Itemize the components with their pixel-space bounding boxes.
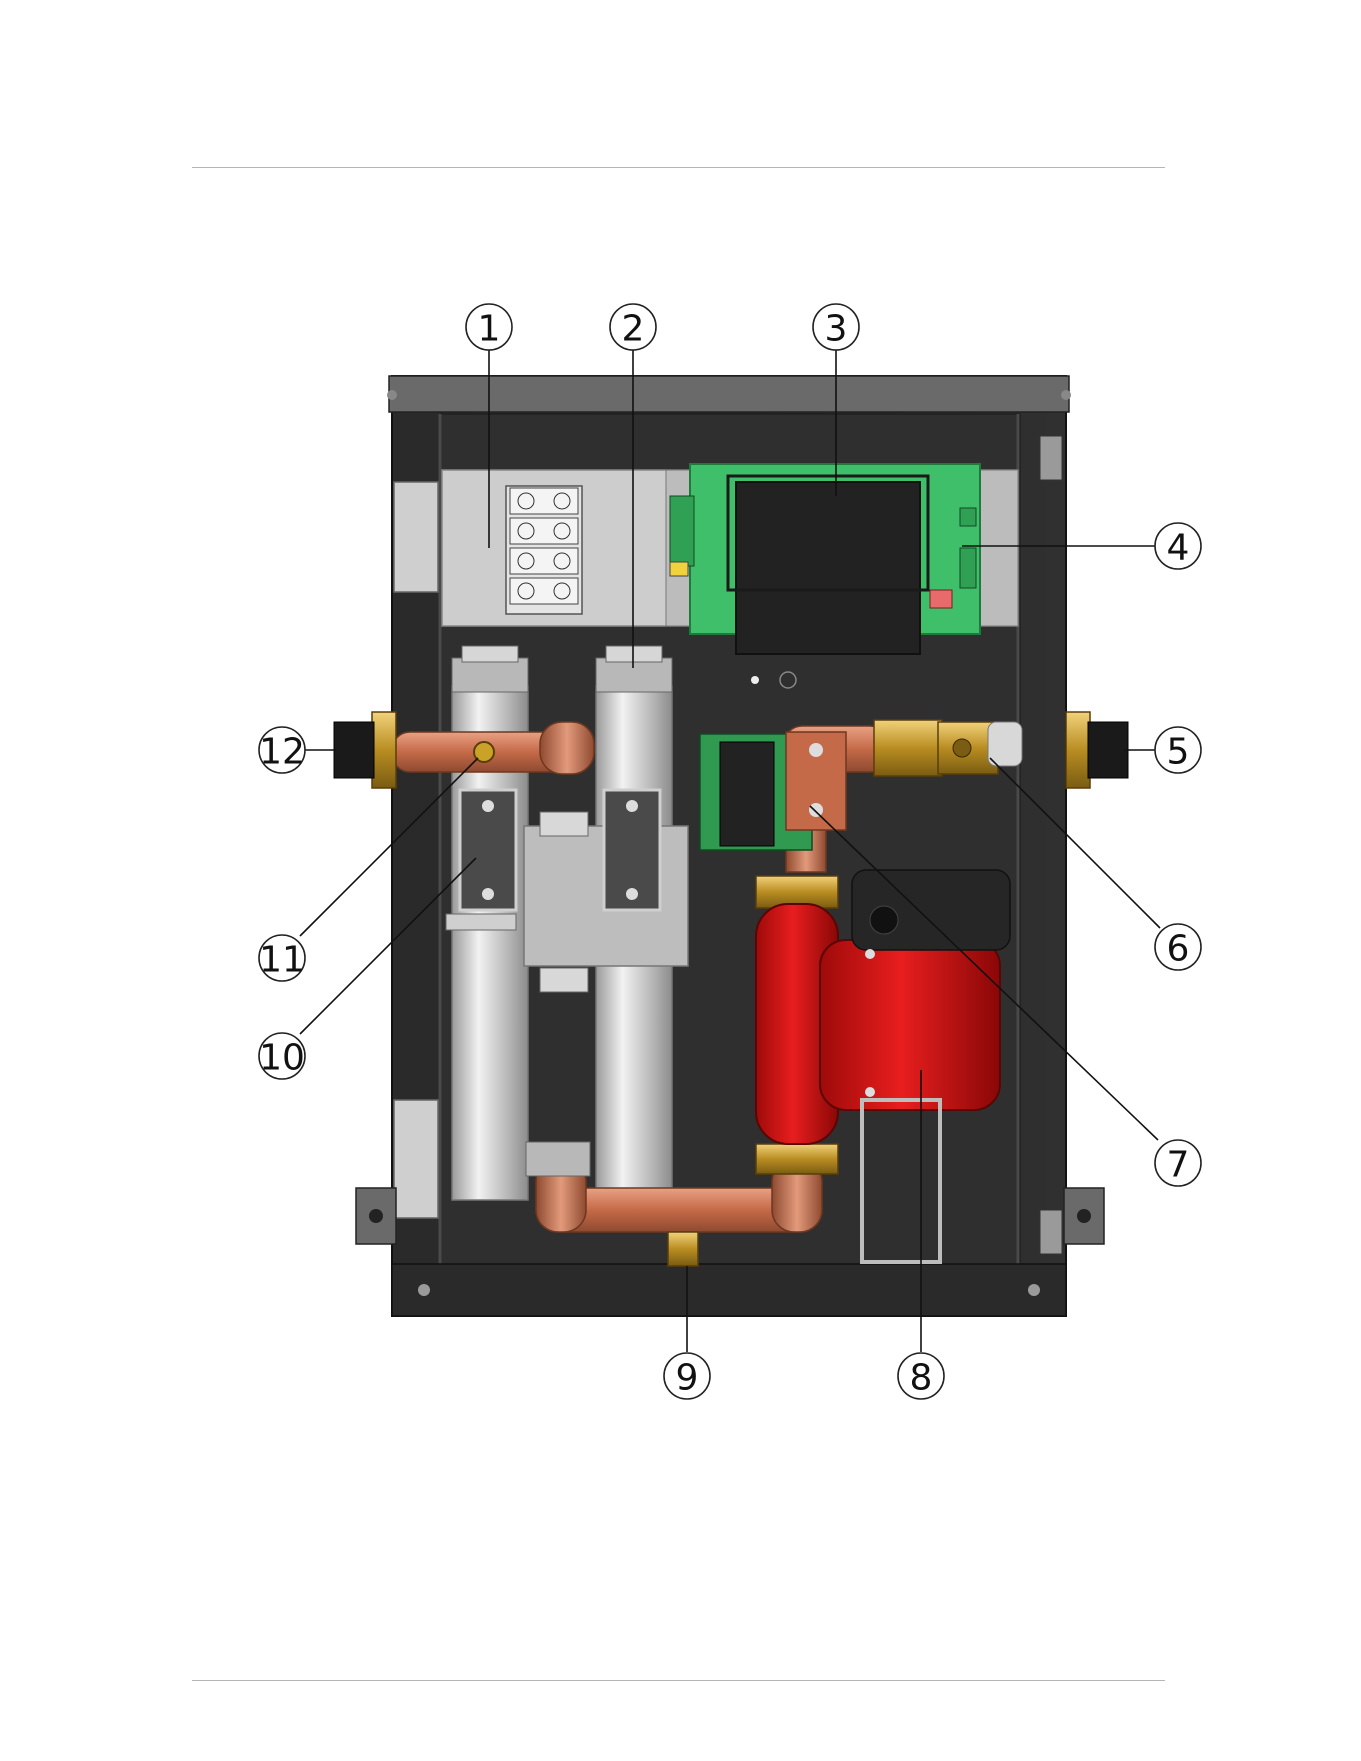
heater-tube-left-cap bbox=[452, 658, 528, 692]
heater-tube-right-nut bbox=[606, 646, 662, 662]
outlet-connector-brass bbox=[1066, 712, 1090, 788]
dip-switch bbox=[930, 590, 952, 608]
hinge-top bbox=[394, 482, 438, 592]
inlet-elbow bbox=[540, 722, 594, 774]
tube-strap bbox=[446, 914, 516, 930]
callout-11-label: 11 bbox=[259, 940, 305, 981]
valve-port bbox=[953, 739, 971, 757]
valve-lever bbox=[988, 722, 1022, 766]
inlet-connector-brass bbox=[372, 712, 396, 788]
ground-dot bbox=[751, 676, 759, 684]
callout-1-label: 1 bbox=[478, 309, 501, 350]
callout-9-label: 9 bbox=[676, 1358, 699, 1399]
callout-4-label: 4 bbox=[1167, 528, 1190, 569]
screw-icon bbox=[626, 800, 638, 812]
screw-icon bbox=[809, 743, 823, 757]
callout-6-label: 6 bbox=[1167, 929, 1190, 970]
screw-icon bbox=[1077, 1209, 1091, 1223]
drain-valve bbox=[668, 1232, 698, 1266]
terminal-block bbox=[506, 486, 582, 614]
callout-1: 1 bbox=[466, 304, 512, 350]
callout-8: 8 bbox=[898, 1353, 944, 1399]
tube-fitting-bottom bbox=[526, 1142, 590, 1176]
union-nut-bottom bbox=[756, 1144, 838, 1174]
callout-9: 9 bbox=[664, 1353, 710, 1399]
callout-5: 5 bbox=[1155, 727, 1201, 773]
callout-5-label: 5 bbox=[1167, 732, 1190, 773]
callout-12-label: 12 bbox=[259, 732, 305, 773]
connector-left bbox=[670, 496, 694, 566]
connector-right-1 bbox=[960, 508, 976, 526]
callout-10: 10 bbox=[259, 1033, 305, 1079]
heater-tube-right-cap bbox=[596, 658, 672, 692]
callout-3: 3 bbox=[813, 304, 859, 350]
callout-11: 11 bbox=[259, 935, 305, 981]
check-valve bbox=[874, 720, 942, 776]
screw-icon bbox=[482, 888, 494, 900]
callout-2: 2 bbox=[610, 304, 656, 350]
screw-icon bbox=[1061, 390, 1071, 400]
tube-clip-bottom bbox=[540, 968, 588, 992]
tube-clip-top bbox=[540, 812, 588, 836]
screw-icon bbox=[1028, 1284, 1040, 1296]
callout-6: 6 bbox=[1155, 924, 1201, 970]
pump-cable-entry bbox=[870, 906, 898, 934]
callout-12: 12 bbox=[259, 727, 305, 773]
cabinet-bottom-lip bbox=[392, 1264, 1066, 1316]
inlet-connector-fitting bbox=[334, 722, 374, 778]
callout-4: 4 bbox=[1155, 523, 1201, 569]
relay-terminal-block bbox=[720, 742, 774, 846]
callout-7-label: 7 bbox=[1167, 1145, 1190, 1186]
pcb-mount-right bbox=[980, 470, 1018, 626]
callout-3-label: 3 bbox=[825, 309, 848, 350]
connector-right-2 bbox=[960, 548, 976, 588]
callout-10-label: 10 bbox=[259, 1038, 305, 1079]
screw-icon bbox=[865, 949, 875, 959]
screw-icon bbox=[626, 888, 638, 900]
screw-icon bbox=[865, 1087, 875, 1097]
cabinet-top-flange bbox=[389, 376, 1069, 412]
heater-tube-left-nut bbox=[462, 646, 518, 662]
callout-2-label: 2 bbox=[622, 309, 645, 350]
callout-7: 7 bbox=[1155, 1140, 1201, 1186]
hinge-bottom bbox=[394, 1100, 438, 1218]
outlet-connector-fitting bbox=[1088, 722, 1128, 778]
pump-motor bbox=[820, 940, 1000, 1110]
callout-8-label: 8 bbox=[910, 1358, 933, 1399]
screw-icon bbox=[387, 390, 397, 400]
connector-yellow bbox=[670, 562, 688, 576]
screw-icon bbox=[809, 803, 823, 817]
latch-top-right bbox=[1040, 436, 1062, 480]
screw-icon bbox=[369, 1209, 383, 1223]
screw-icon bbox=[418, 1284, 430, 1296]
screw-icon bbox=[482, 800, 494, 812]
display-module bbox=[736, 482, 920, 654]
latch-bottom-right bbox=[1040, 1210, 1062, 1254]
